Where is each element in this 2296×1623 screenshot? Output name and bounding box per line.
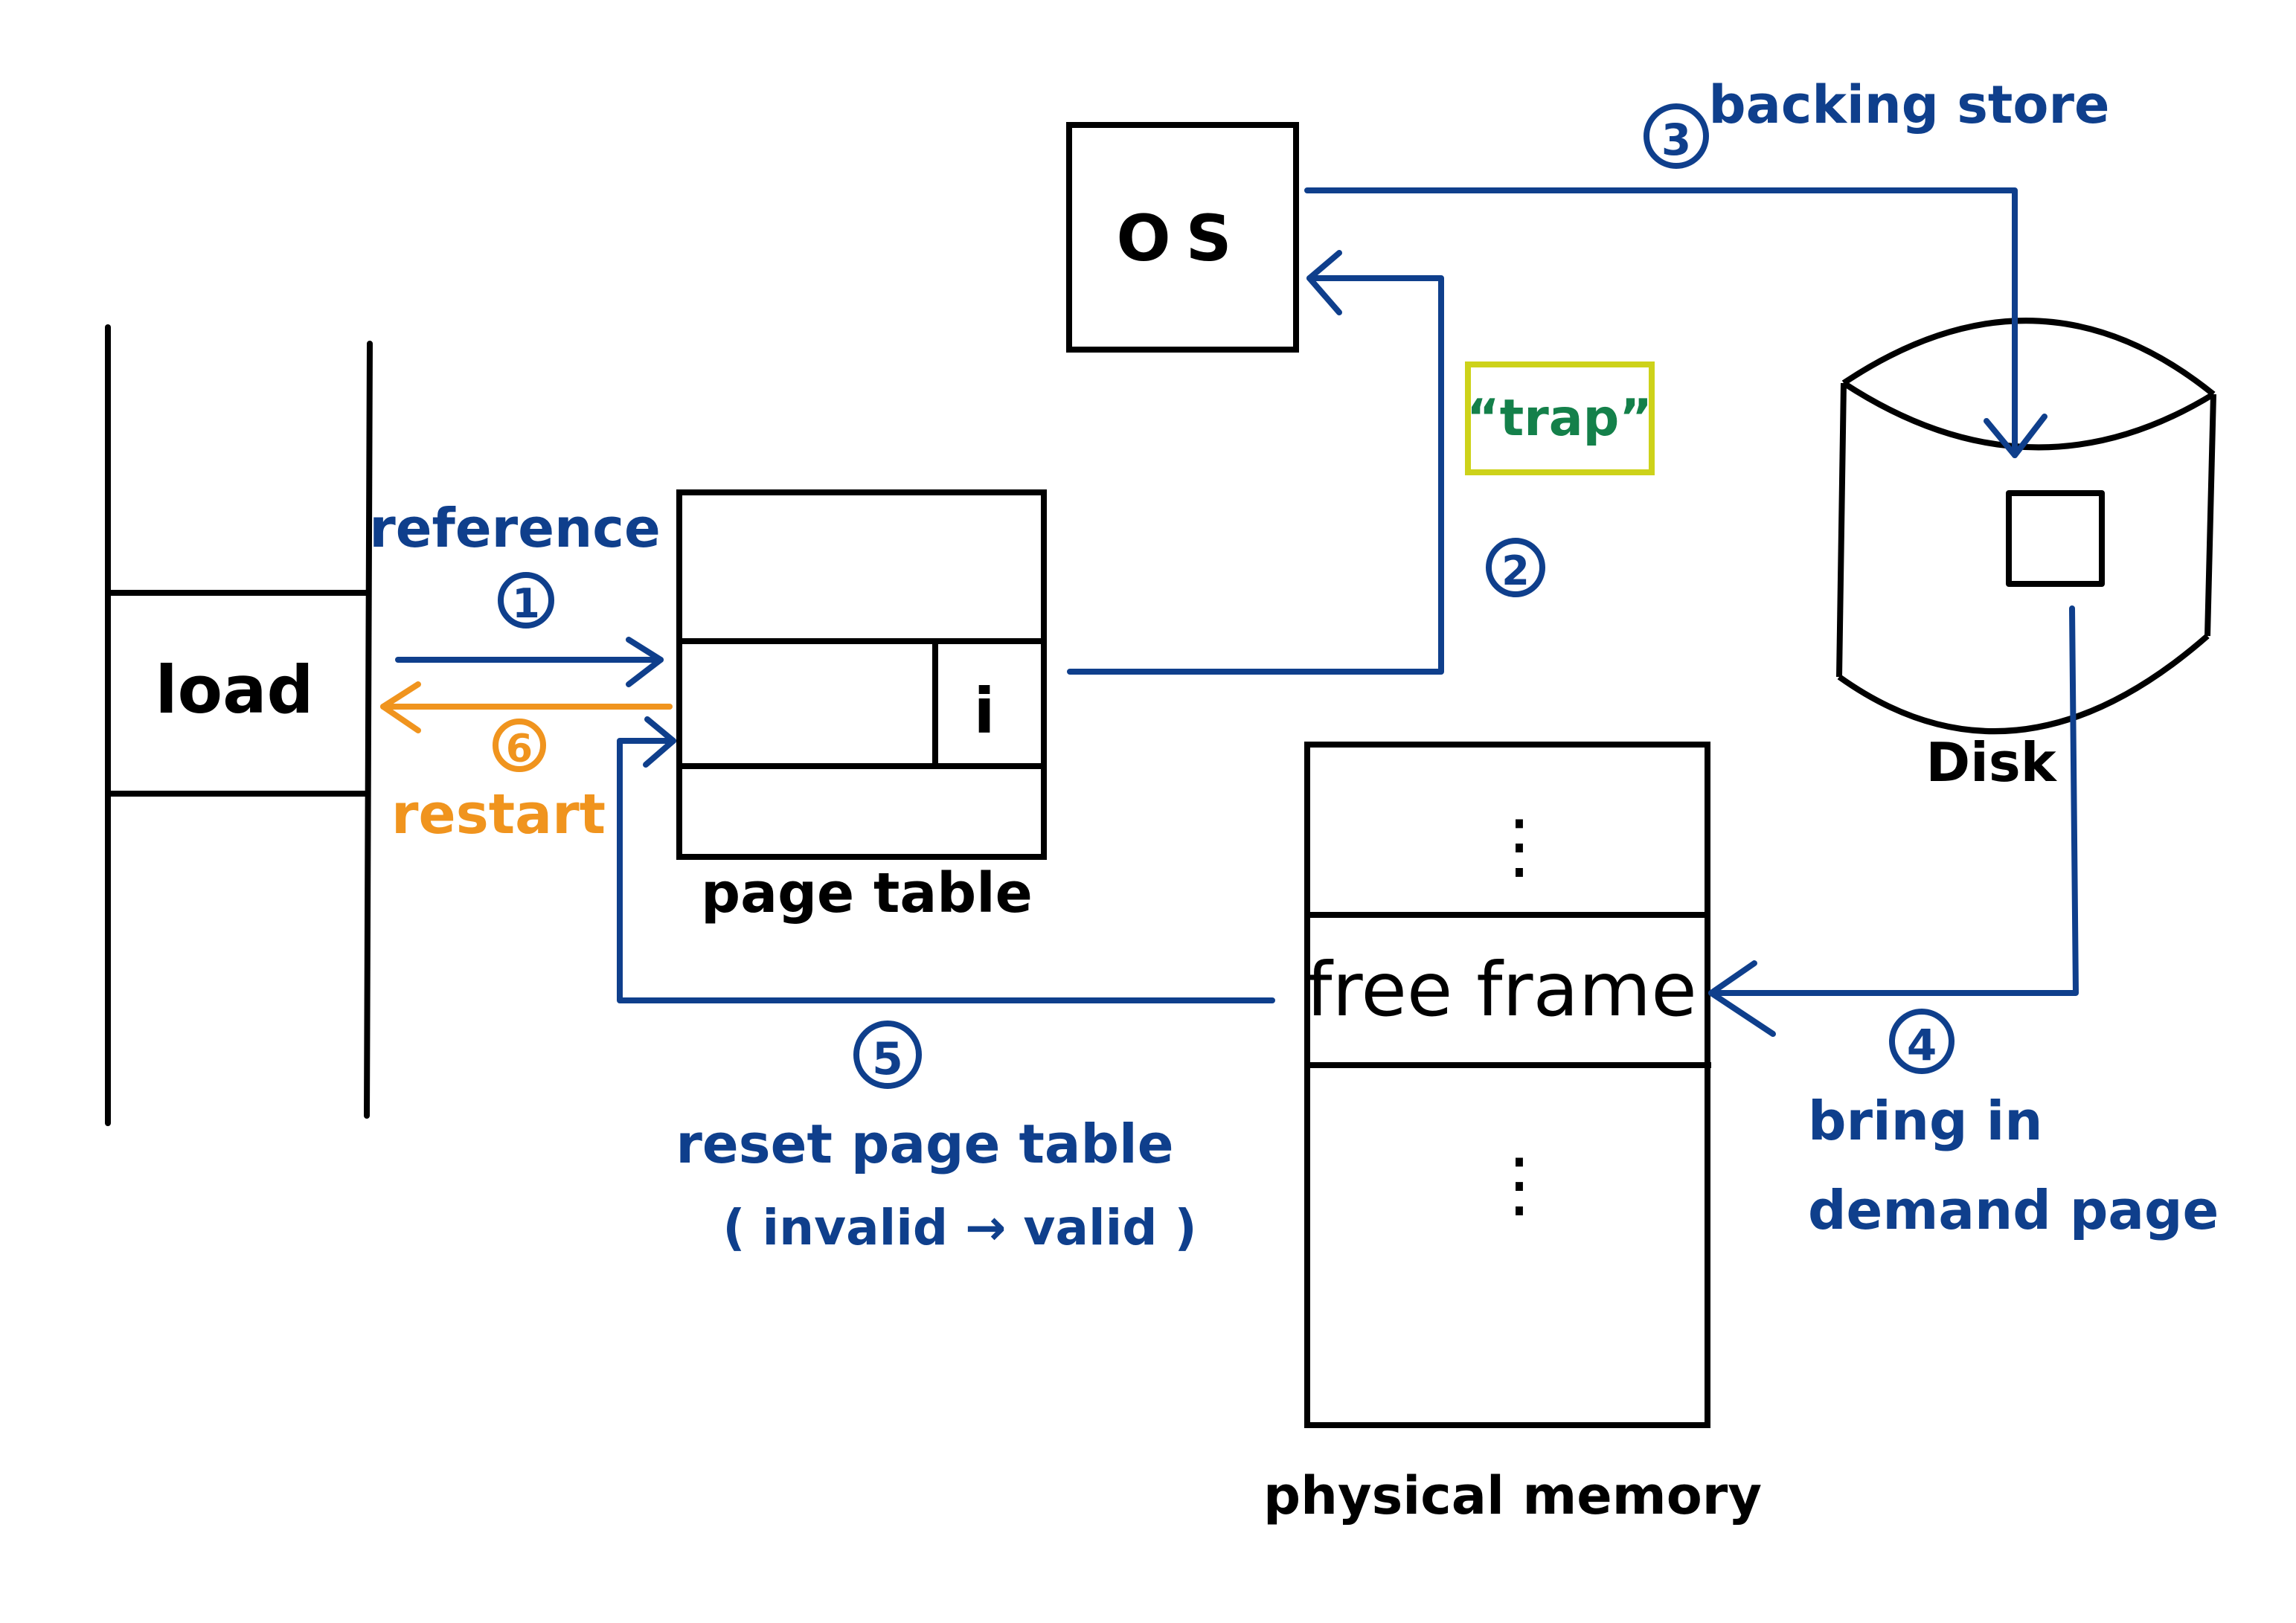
physical-memory — [1304, 742, 1711, 1428]
invalid-bit-label: i — [974, 675, 995, 748]
load-instruction-label: load — [155, 652, 314, 728]
step2-number: 2 — [1501, 547, 1530, 594]
step5-badge — [853, 1021, 922, 1089]
step1-number: 1 — [512, 580, 540, 627]
step4-number: 4 — [1907, 1020, 1937, 1070]
step4-bring-in-arrow — [1708, 605, 2079, 1037]
step2-badge — [1486, 538, 1545, 597]
step2-head — [1306, 250, 1342, 315]
memory-dots-top: ⋮ — [1484, 804, 1555, 887]
step6-restart-arrow — [380, 681, 673, 733]
disk-page-block — [2006, 490, 2105, 587]
step3-backing-store-arrow — [1304, 187, 2048, 458]
page-table — [676, 489, 1047, 860]
step4-label-line1: bring in — [1808, 1090, 2043, 1152]
step4-label-line2: demand page — [1808, 1179, 2219, 1241]
step2-trap-arrow — [1067, 250, 1444, 675]
step5-path — [617, 738, 1275, 1003]
trap-highlight-box — [1465, 361, 1655, 475]
step3-head — [1984, 414, 2048, 458]
step1-head — [626, 637, 664, 687]
step6-head — [380, 681, 421, 733]
disk-label: Disk — [1925, 731, 2057, 794]
step2-label: “trap” — [1466, 389, 1652, 448]
disk-top-curve — [1841, 318, 2216, 397]
disk-top-inner-curve — [1841, 380, 2216, 451]
step3-badge — [1644, 103, 1709, 169]
step6-number: 6 — [506, 727, 533, 771]
disk-bottom-curve — [1837, 633, 2210, 735]
step5-reset-arrow — [617, 716, 1275, 1003]
disk-cylinder — [1836, 318, 2216, 735]
step3-path — [1304, 187, 2018, 458]
disk-right-side — [2204, 393, 2216, 637]
step1-label: reference — [369, 497, 661, 559]
step5-number: 5 — [872, 1033, 903, 1085]
step1-reference-arrow — [395, 637, 664, 687]
step3-number: 3 — [1661, 115, 1691, 165]
os-box — [1066, 122, 1299, 353]
step5-label-line2: ( invalid → valid ) — [722, 1199, 1196, 1256]
process-stack — [105, 324, 373, 1126]
step2-path — [1067, 275, 1444, 675]
physical-memory-caption: physical memory — [1263, 1465, 1762, 1526]
step4-badge — [1889, 1009, 1955, 1074]
free-frame-label: free frame — [1306, 946, 1697, 1033]
page-table-outline — [676, 489, 1047, 860]
step3-label: backing store — [1709, 74, 2110, 135]
process-right-rail — [364, 341, 373, 1119]
os-label: OS — [1116, 202, 1246, 276]
step1-badge — [498, 572, 554, 629]
step4-head — [1708, 960, 1776, 1037]
step6-badge — [493, 719, 546, 772]
physical-memory-outline — [1304, 742, 1710, 1428]
disk-left-side — [1836, 382, 1847, 678]
memory-dots-bottom: ⋮ — [1484, 1142, 1555, 1226]
step4-path — [1708, 605, 2079, 996]
step5-head — [643, 716, 676, 768]
page-table-caption: page table — [701, 861, 1033, 925]
step5-label-line1: reset page table — [676, 1113, 1173, 1175]
step6-label: restart — [391, 782, 606, 846]
